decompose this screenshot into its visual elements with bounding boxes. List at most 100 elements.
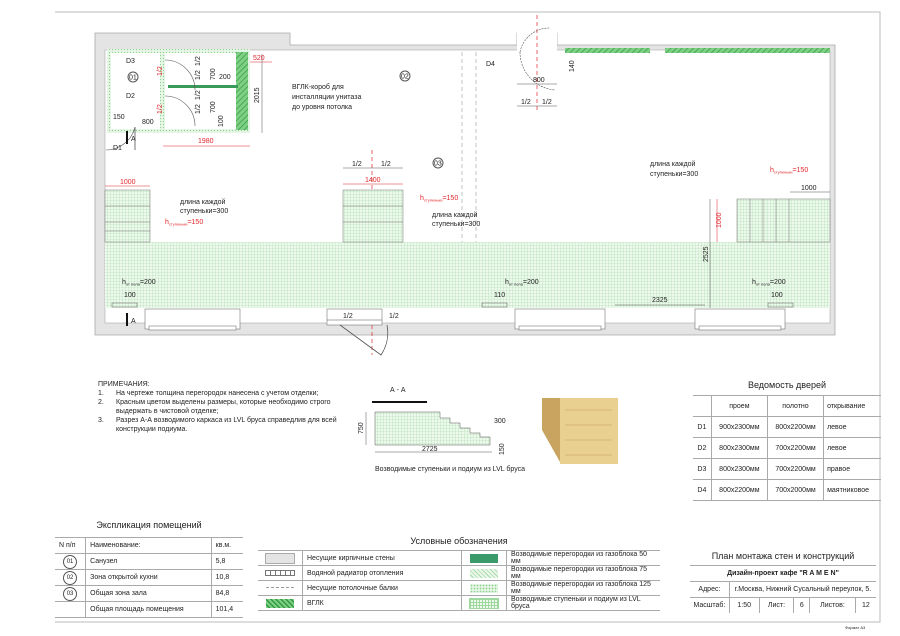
cell: 800х2200мм	[710, 479, 768, 501]
partition-50-swatch	[470, 553, 498, 563]
plan-labels: D3 D2 D1 D4 01 02 03 200 700 700 100 1/2…	[113, 55, 817, 320]
note-item: 2.Красным цветом выделены размеры, котор…	[98, 398, 338, 416]
cell: 700х2200мм	[766, 458, 824, 480]
title-block: Дизайн-проект кафе "R A M E N" Адрес:г.М…	[690, 565, 876, 613]
cell: 5,8	[210, 553, 243, 570]
legend-row: ВГЛК Возводимые ступеньки и подиум из LV…	[258, 595, 660, 611]
cell: Санузел	[85, 553, 212, 570]
note-number: 3.	[98, 417, 104, 424]
step-length-label: длина каждой	[432, 211, 478, 219]
door-label-d4: D4	[486, 61, 495, 68]
radiator-swatch	[265, 569, 295, 576]
cell: 800х2300мм	[710, 458, 768, 480]
sheet-format: Формат А3	[845, 625, 866, 630]
scale-label: Масштаб:	[690, 597, 730, 613]
dim-2015: 2015	[254, 87, 261, 103]
dimension-lines	[261, 54, 830, 321]
sheets-value: 12	[854, 597, 876, 613]
dim-half: 1/2	[542, 99, 552, 106]
step-length-label: длина каждой	[180, 198, 226, 206]
address-label: Адрес:	[690, 581, 730, 598]
vglk-swatch	[266, 598, 294, 608]
ceiling-beam-swatch	[266, 587, 294, 589]
dim-520: 520	[253, 55, 265, 62]
cell: левое	[823, 416, 881, 438]
radiators	[111, 302, 794, 308]
dim-half: 1/2	[352, 161, 362, 168]
cell: левое	[823, 437, 881, 459]
room-tag-01: 01	[129, 75, 137, 82]
table-header: проем полотно открывание	[693, 395, 881, 417]
legend-row: Водяной радиатор отопления Возводимые пе…	[258, 565, 660, 581]
section-marker-label: А	[131, 318, 136, 325]
dim-half: 1/2	[389, 313, 399, 320]
header-cell: открывание	[823, 395, 881, 417]
room-tag-03: 03	[434, 161, 442, 168]
vglk-note: инсталляции унитаза	[292, 94, 361, 101]
cell: 700х2200мм	[766, 437, 824, 459]
project-name: Дизайн-проект кафе "R A M E N"	[690, 565, 876, 582]
cell: 700х2000мм	[766, 479, 824, 501]
step-height-label: hступеньки=150	[420, 195, 458, 203]
dim-150: 150	[113, 114, 125, 121]
door-label-d2: D2	[126, 93, 135, 100]
legend-row: Несущие кирпичные стены Возводимые перег…	[258, 550, 660, 566]
room-tag: 01	[63, 554, 78, 569]
dim-half: 1/2	[195, 70, 202, 80]
dim-half: 1/2	[343, 313, 353, 320]
section-marker	[126, 131, 128, 144]
partition-50	[168, 85, 238, 88]
dim-1980: 1980	[198, 138, 214, 145]
partition-125-swatch	[470, 583, 498, 593]
step-length-label: ступеньки=300	[650, 171, 698, 178]
doors-schedule-title: Ведомость дверей	[747, 380, 827, 390]
cell: Зона открытой кухни	[85, 569, 212, 586]
floor-height-label: hот пола=200	[505, 279, 539, 287]
legend-label: Возводимые ступеньки и подиум из LVL бру…	[506, 595, 660, 611]
cell: Общая площадь помещения	[85, 601, 212, 618]
vglk-strip	[665, 48, 830, 53]
step-height-label: hступеньки=150	[770, 167, 808, 175]
section-caption: Возводимые ступеньки и подиум из LVL бру…	[375, 465, 525, 473]
header-cell	[693, 395, 712, 417]
door-d4-swing	[519, 27, 556, 91]
legend-title: Условные обозначения	[410, 536, 508, 546]
header-cell: кв.м.	[210, 537, 243, 554]
cell: Общая зона зала	[85, 585, 212, 602]
section-title: А - А	[390, 387, 406, 394]
vglk-box	[236, 52, 248, 130]
dimension-lines-red	[105, 61, 718, 242]
sheet-frame	[55, 11, 881, 623]
dim-1000-vertical: 1000	[716, 212, 723, 228]
section-dim-150: 150	[499, 443, 506, 455]
step-height-label: hступеньки=150	[165, 219, 203, 227]
dim-half: 1/2	[381, 161, 391, 168]
dim-radiator-100: 100	[124, 292, 136, 299]
dim-2525: 2525	[703, 246, 710, 262]
dim-half: 1/2	[521, 99, 531, 106]
section-marker	[126, 313, 128, 326]
header-cell: полотно	[766, 395, 824, 417]
cell: 84,8	[210, 585, 243, 602]
cell: 800х2300мм	[710, 437, 768, 459]
legend-label: Водяной радиатор отопления	[302, 565, 462, 581]
dim-radiator-110: 110	[494, 292, 505, 299]
room-tag: 03	[63, 586, 78, 601]
dim-100: 100	[218, 115, 225, 127]
door-label-d1: D1	[113, 145, 122, 152]
section-dim-2725: 2725	[422, 446, 438, 453]
dim-800: 800	[142, 119, 154, 126]
dim-140: 140	[569, 60, 576, 72]
vglk-note: ВГЛК-короб для	[292, 83, 344, 91]
lvl-beam-image	[542, 398, 618, 464]
dim-1000: 1000	[120, 179, 136, 186]
notes: ПРИМЕЧАНИЯ: 1.На чертеже толщина перегор…	[98, 380, 338, 434]
sheets-label: Листов:	[809, 597, 856, 613]
